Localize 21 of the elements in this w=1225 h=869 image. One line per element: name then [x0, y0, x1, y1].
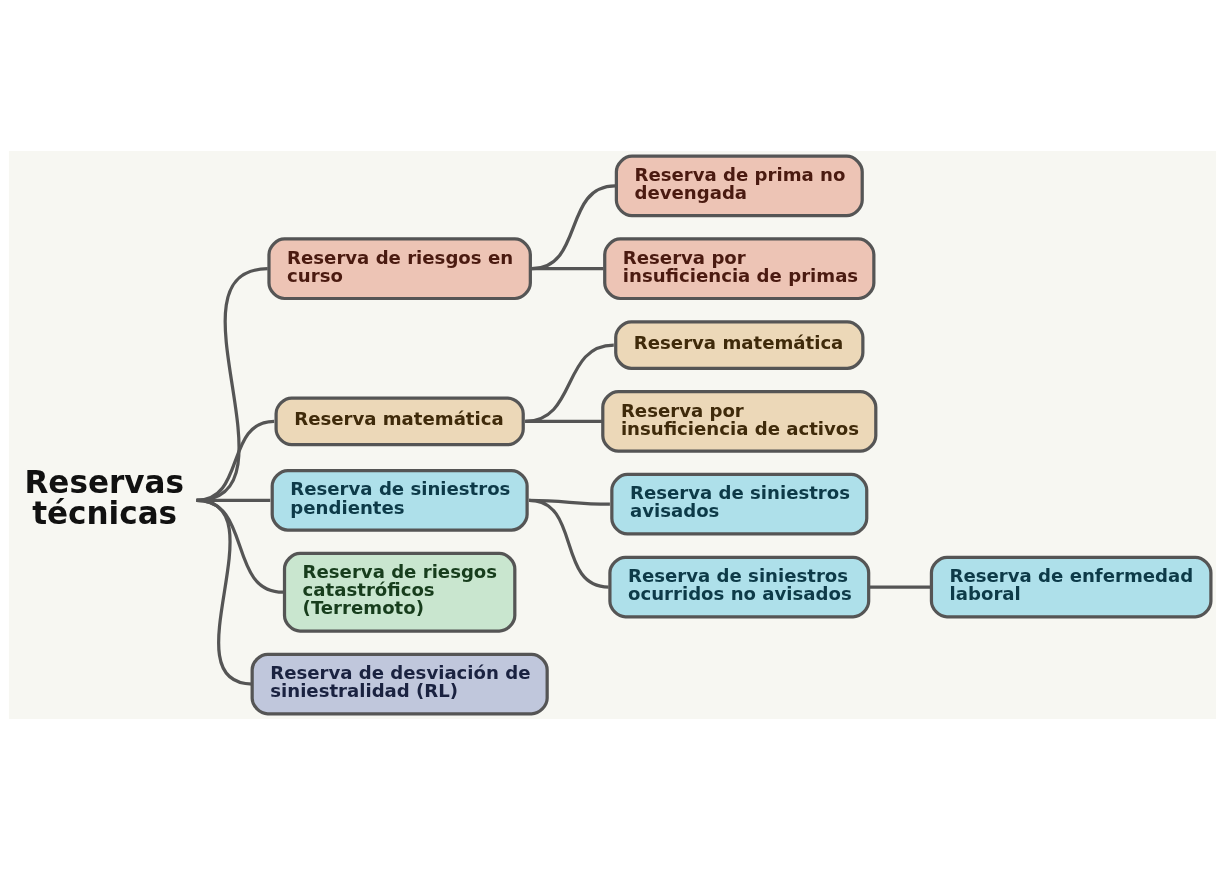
connector — [531, 266, 604, 270]
connector — [196, 419, 275, 502]
node-box: Reserva matemática — [274, 396, 525, 446]
node-box: Reserva de desviación de siniestralidad (RL) — [250, 652, 549, 715]
node-box: Reserva de siniestros avisados — [610, 472, 869, 536]
node-text: Reservas técnicas — [24, 463, 184, 531]
node-box: Reserva de riesgos catastróficos (Terremoto) — [282, 551, 517, 633]
node-box: Reserva de riesgos en curso — [267, 236, 532, 300]
node-box: Reserva de enfermedad laboral — [929, 555, 1213, 618]
node-box: Reserva matemática — [614, 319, 865, 370]
node-box: Reserva de siniestros ocurridos no avisados — [608, 555, 871, 618]
connector — [531, 183, 616, 270]
node-box: Reserva por insuficiencia de activos — [601, 389, 878, 453]
connector — [196, 498, 253, 686]
connector — [528, 498, 609, 589]
node-box: Reserva de siniestros pendientes — [270, 468, 529, 532]
connector — [870, 584, 932, 589]
connector — [524, 342, 614, 423]
node-box: Reserva de prima no devengada — [614, 154, 864, 217]
connector — [525, 419, 603, 423]
node-box: Reserva por insuficiencia de primas — [603, 236, 876, 300]
